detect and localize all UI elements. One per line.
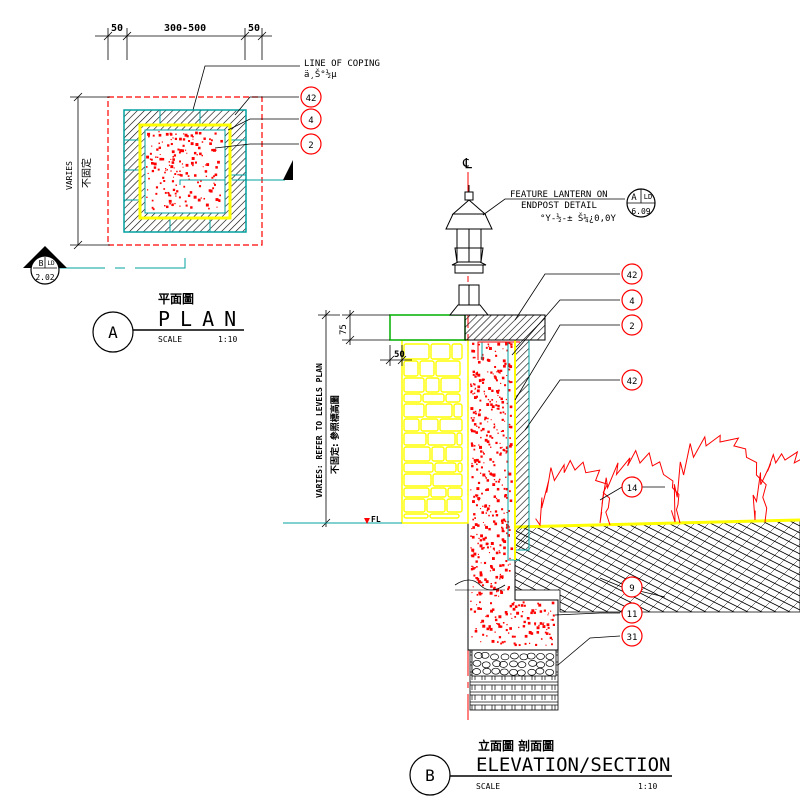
plan-varies-cn: 不固定 [80,158,93,188]
lantern-leader [482,198,625,216]
coping-elevation [389,314,466,341]
svg-text:42: 42 [306,94,317,104]
elev-callout-2: 2 [621,314,643,336]
lantern-note-line1: FEATURE LANTERN ON [510,190,608,200]
gravel-layer [471,649,557,677]
planting-shrubs [535,434,800,527]
svg-text:2.02: 2.02 [35,273,54,282]
svg-text:9: 9 [629,584,634,594]
plan-varies-dimension [70,92,110,250]
coping-note-glyphs: ä¸Š°½µ [304,68,337,80]
plan-dim-left: 50 [111,23,123,34]
svg-text:A: A [631,193,637,203]
svg-text:B: B [39,259,44,268]
elevation-title: ELEVATION/SECTION [476,754,670,776]
plan-title-letter: A [108,323,118,342]
elev-callout-42a: 42 [621,263,643,285]
elev-callout-11: 11 [621,602,643,624]
lantern-note-line2: ENDPOST DETAIL [521,201,597,211]
plan-title-cn: 平面圖 [158,292,194,306]
finished-grade-line [514,518,800,529]
offset-dimension [380,345,412,366]
feature-lantern [445,185,493,316]
section-arrow-right [283,160,293,180]
plan-callout-2: 2 [300,133,322,155]
dim-50: 50 [394,350,405,360]
plan-title: PLAN [158,307,246,331]
coping-note: LINE OF COPING [304,59,380,69]
section-cut-line-left [45,258,186,269]
elevation-title-letter: B [425,766,435,785]
concrete-core-dots [470,342,556,647]
elev-callout-42b: 42 [621,369,643,391]
plan-dim-right: 50 [248,23,260,34]
plan-coping-outline [107,96,263,246]
section-reference-symbol: B LD 2.02 [23,246,67,285]
elevation-title-block: B 立面圖 剖面圖 ELEVATION/SECTION SCALE 1:10 [409,738,672,796]
plan-scale-label: SCALE [158,335,182,344]
plan-scale-value: 1:10 [218,335,237,344]
elevation-section-view: ℄ [283,156,800,796]
stone-courses [403,343,463,519]
elevation-title-cn: 立面圖 剖面圖 [478,738,554,753]
svg-text:42: 42 [627,377,638,387]
plan-concrete-dots [146,131,223,211]
svg-text:11: 11 [627,610,638,620]
plan-varies-label: VARIES [65,161,74,190]
plan-callout-42: 42 [300,86,322,108]
coping-section [464,314,546,341]
elevation-scale-label: SCALE [476,782,500,791]
rebar-hook [477,341,520,360]
elevation-callout-leaders [511,273,666,666]
section-stone-cladding [514,339,530,560]
svg-text:4: 4 [629,297,634,307]
plan-stone-joints [124,110,246,232]
elevation-scale-value: 1:10 [638,782,657,791]
plan-inner-joint [179,179,225,185]
svg-text:31: 31 [627,633,638,643]
plan-stone-face [138,123,232,220]
fl-marker [364,518,370,524]
svg-text:4: 4 [308,116,313,126]
svg-text:LD: LD [644,193,652,201]
elev-callout-14: 14 [621,476,643,498]
varies-note: VARIES: REFER TO LEVELS PLAN [315,363,324,498]
svg-text:2: 2 [308,141,313,151]
elev-callout-4: 4 [621,289,643,311]
svg-text:6.09: 6.09 [631,207,650,216]
soil-hatch [514,519,800,613]
plan-callout-leaders [214,96,299,149]
elev-callout-31: 31 [621,625,643,647]
plan-view: 50 300-500 50 LINE OF COPING ä¸Š°½µ [23,23,380,353]
lantern-note-glyphs: °Y-½-± Š¼¿0,0Y [540,212,616,224]
coping-dimension [342,310,390,345]
lantern-detail-reference: A LD 6.09 [626,188,656,218]
elev-callout-9: 9 [621,576,643,598]
svg-text:14: 14 [627,484,638,494]
centerline-symbol: ℄ [462,156,472,172]
fl-label: FL [371,515,381,524]
dim-75: 75 [339,324,349,335]
plan-title-block: A 平面圖 PLAN SCALE 1:10 [92,292,246,353]
svg-text:2: 2 [629,322,634,332]
gravel-stones [472,651,555,677]
varies-note-cn: 不固定: 參照標高圖 [329,395,341,474]
svg-text:LD: LD [47,260,55,267]
break-line [454,579,506,591]
plan-callout-4: 4 [300,108,322,130]
coping-leader [192,65,300,111]
plan-dim-mid: 300-500 [164,23,206,34]
svg-text:42: 42 [627,271,638,281]
plan-top-dimension [95,28,272,60]
